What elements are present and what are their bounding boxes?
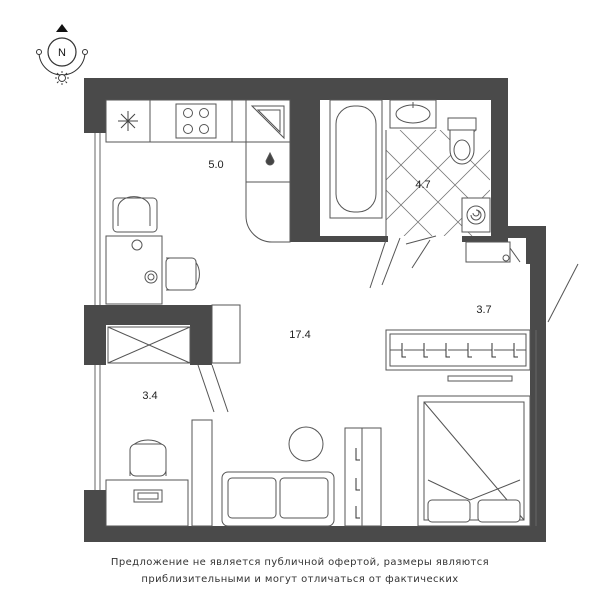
hanger-icon bbox=[401, 343, 518, 358]
sun-icon bbox=[55, 71, 69, 85]
pillow bbox=[477, 499, 521, 523]
room-area-living: 17.4 bbox=[289, 329, 310, 341]
snowflake-icon bbox=[118, 111, 138, 131]
pillow bbox=[427, 499, 471, 523]
wardrobe bbox=[385, 329, 531, 382]
stove bbox=[175, 103, 217, 139]
burner-icon bbox=[183, 124, 193, 134]
chair-icon bbox=[117, 196, 151, 226]
room-area-balcony: 3.4 bbox=[142, 390, 157, 402]
kitchen bbox=[105, 99, 291, 305]
compass-arrow-icon bbox=[56, 24, 68, 32]
doors bbox=[197, 239, 579, 413]
burner-icon bbox=[183, 108, 193, 118]
compass-label: N bbox=[58, 47, 66, 59]
room-area-bathroom: 4.7 bbox=[415, 179, 430, 191]
water-drop-icon bbox=[265, 151, 275, 166]
room-area-wardrobe: 3.7 bbox=[476, 304, 491, 316]
walls bbox=[84, 78, 546, 542]
bathroom bbox=[329, 99, 491, 286]
windows bbox=[94, 133, 537, 526]
disclaimer-line-1: Предложение не является публичной оферто… bbox=[110, 557, 490, 568]
compass: N bbox=[36, 24, 88, 85]
disclaimer-line-2: приблизительными и могут отличаться от ф… bbox=[141, 574, 459, 585]
coffee-table bbox=[288, 426, 324, 462]
balcony bbox=[105, 326, 213, 527]
room-area-kitchen: 5.0 bbox=[208, 159, 223, 171]
desk bbox=[105, 479, 189, 527]
kitchen-corner-counter bbox=[245, 141, 291, 243]
living-room bbox=[211, 304, 531, 527]
tv bbox=[447, 375, 513, 382]
burner-icon bbox=[199, 124, 209, 134]
burner-icon bbox=[199, 108, 209, 118]
compass-circle bbox=[47, 37, 77, 67]
toilet-tank bbox=[447, 117, 477, 131]
shelf bbox=[344, 427, 382, 527]
